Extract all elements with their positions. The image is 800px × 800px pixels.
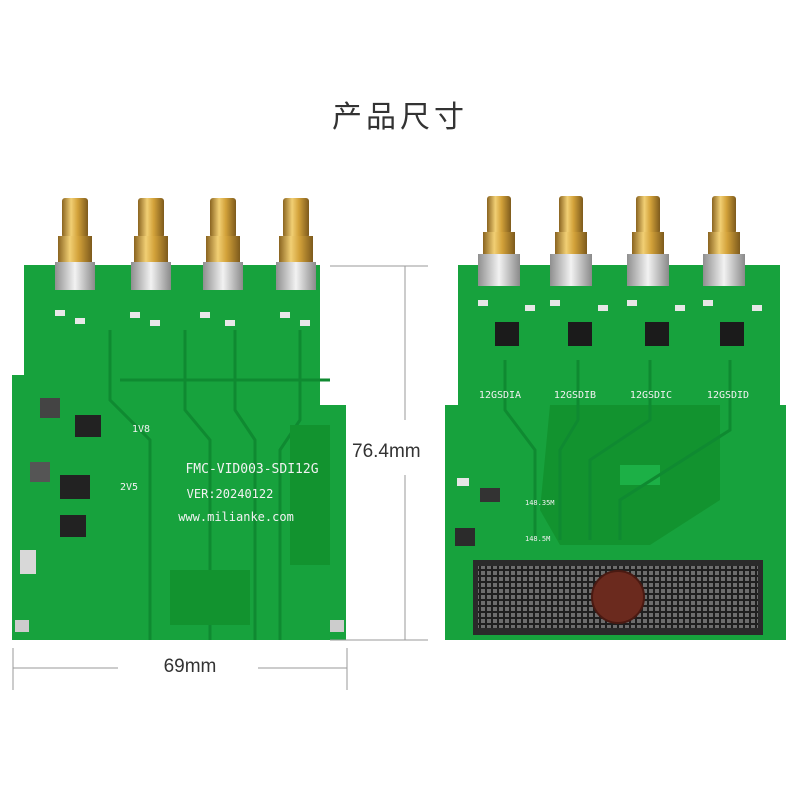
bnc-connector-icon xyxy=(131,198,171,290)
board-model-label: FMC-VID003-SDI12G xyxy=(185,462,318,477)
bnc-connector-icon xyxy=(55,198,95,290)
channel-label: 12GSDIA xyxy=(479,390,521,401)
bnc-connector-icon xyxy=(703,196,745,286)
board-version-label: VER:20240122 xyxy=(187,487,274,501)
board-website-label: www.milianke.com xyxy=(178,510,294,524)
rail-1v8-label: 1V8 xyxy=(132,424,150,435)
bnc-connector-icon xyxy=(203,198,243,290)
bnc-connector-icon xyxy=(478,196,520,286)
back-board: 12GSDIA 12GSDIB 12GSDIC 12GSDID 148.35M … xyxy=(445,196,786,640)
bnc-connector-icon xyxy=(627,196,669,286)
width-dimension-label: 69mm xyxy=(163,656,217,677)
fmc-connector-icon xyxy=(473,560,763,635)
rail-2v5-label: 2V5 xyxy=(120,482,138,493)
clock-label: 148.35M xyxy=(525,499,555,507)
bnc-connector-icon xyxy=(276,198,316,290)
dimension-lines xyxy=(12,265,428,690)
bnc-connector-icon xyxy=(550,196,592,286)
channel-label: 12GSDIC xyxy=(630,390,672,401)
front-board: FMC-VID003-SDI12G VER:20240122 www.milia… xyxy=(12,198,346,640)
channel-label: 12GSDID xyxy=(707,390,749,401)
channel-label: 12GSDIB xyxy=(554,390,596,401)
height-dimension-label: 76.4mm xyxy=(352,441,421,462)
page-title: 产品尺寸 xyxy=(332,100,468,135)
clock-label: 148.5M xyxy=(525,535,550,543)
